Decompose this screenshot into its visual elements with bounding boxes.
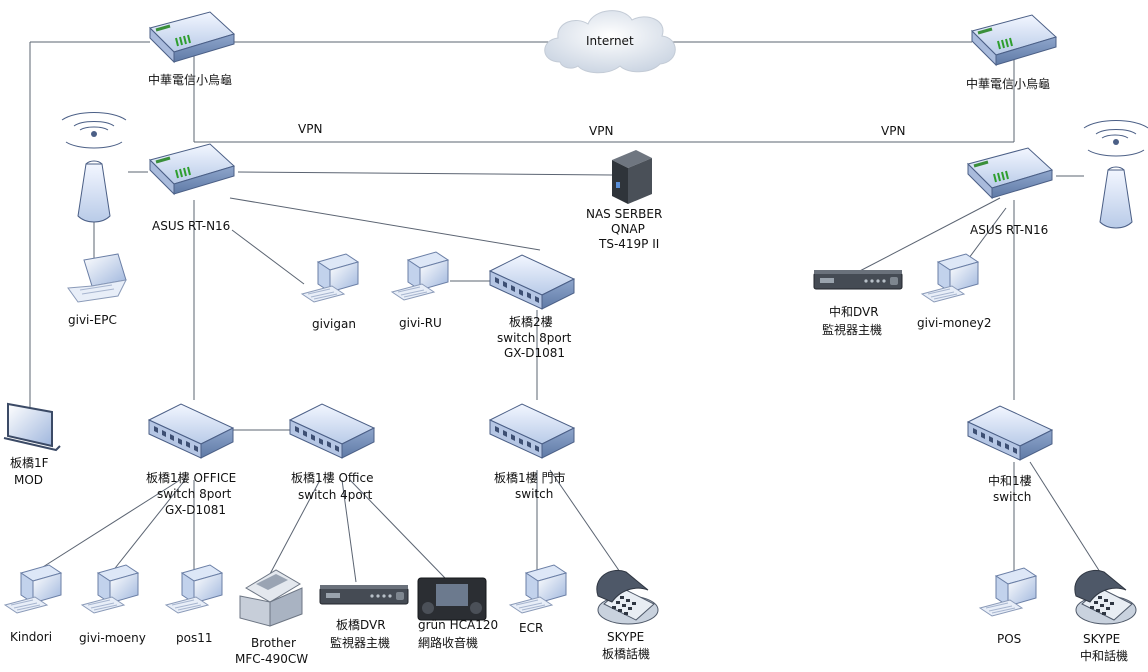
switch-office4-label-2: switch 4port [298,488,373,502]
dvr-bq-label-2: 監視器主機 [330,635,390,650]
dvr-zh-label-1: 中和DVR [829,304,879,319]
printer-label-1: Brother [251,636,296,650]
pc-pos11-label: pos11 [176,631,212,645]
pc-pos-icon [979,567,1037,617]
pc-pos-label: POS [997,632,1021,646]
vpn-label-left: VPN [298,122,322,136]
phone-zh-label-2: 中和話機 [1080,648,1128,663]
router-right-label: ASUS RT-N16 [970,223,1048,237]
printer-icon [239,569,303,627]
pc-givi-ru-label: givi-RU [399,316,442,330]
internet-label: Internet [586,34,634,48]
antenna-left-icon [61,112,127,223]
router-left-icon [148,142,236,196]
switch-store-icon [489,403,575,459]
mod-label-2: MOD [14,473,43,487]
pc-ecr-icon [509,564,567,614]
switch-office-label-1: 板橋1樓 OFFICE [146,470,236,485]
nas-label-3: TS-419P II [598,237,659,251]
laptop-label: givi-EPC [68,313,117,327]
internet-cloud-icon [544,10,676,74]
modem-left-label: 中華電信小烏龜 [148,72,232,87]
switch-office4-icon [289,403,375,459]
router-right-icon [966,146,1054,200]
dvr-bq-label-1: 板橋DVR [336,618,386,632]
dvr-zh-label-2: 監視器主機 [822,322,882,337]
mod-label-1: 板橋1F [10,456,49,470]
switch-2f-label-1: 板橋2樓 [509,314,553,329]
pc-givigan-icon [301,253,359,303]
switch-office-icon [148,403,234,459]
radio-label-2: 網路收音機 [418,635,478,650]
dvr-zh-icon [813,269,903,290]
switch-office4-label-1: 板橋1樓 Office [291,470,373,485]
connection-lines [29,41,1101,583]
radio-label-1: grün HCA120 [418,618,498,632]
switch-2f-icon [489,254,575,310]
pc-givi-moeny-icon [81,564,139,614]
nas-label-1: NAS SERBER [586,207,662,221]
tv-icon [3,402,61,452]
nas-server-icon [612,150,652,204]
vpn-label-right: VPN [881,124,905,138]
switch-2f-label-2: switch 8port [497,331,572,345]
printer-label-2: MFC-490CW [235,652,308,666]
pc-kindori-label: Kindori [10,630,52,644]
switch-office-label-2: switch 8port [157,487,232,501]
switch-office-label-3: GX-D1081 [165,503,226,517]
radio-icon [417,577,487,621]
switch-zh-icon [967,405,1053,461]
dvr-bq-icon [319,584,409,605]
pc-ecr-label: ECR [519,621,543,635]
pc-givi-moeny-label: givi-moeny [79,631,146,645]
antenna-right-icon [1083,120,1148,229]
pc-givi-money2-label: givi-money2 [917,316,991,330]
switch-zh-label-2: switch [993,490,1031,504]
pc-givigan-label: givigan [312,317,356,331]
switch-zh-label-1: 中和1樓 [988,473,1032,488]
phone-zh-label-1: SKYPE [1083,632,1120,646]
phone-zh-icon [1074,569,1137,625]
vpn-label-mid: VPN [589,124,613,138]
modem-right-label: 中華電信小烏龜 [966,76,1050,91]
nas-label-2: QNAP [611,222,645,236]
router-left-label: ASUS RT-N16 [152,219,230,233]
laptop-icon [67,253,127,303]
modem-left-icon [148,10,236,64]
modem-right-icon [970,13,1058,67]
phone-bq-label-2: 板橋話機 [602,646,650,661]
pc-pos11-icon [165,564,223,614]
pc-givi-ru-icon [391,251,449,301]
phone-bq-label-1: SKYPE [607,630,644,644]
switch-2f-label-3: GX-D1081 [504,346,565,360]
switch-store-label-1: 板橋1樓 門市 [494,470,565,485]
pc-kindori-icon [4,564,62,614]
pc-givi-money2-icon [921,253,979,303]
phone-bq-icon [596,569,659,625]
switch-store-label-2: switch [515,487,553,501]
